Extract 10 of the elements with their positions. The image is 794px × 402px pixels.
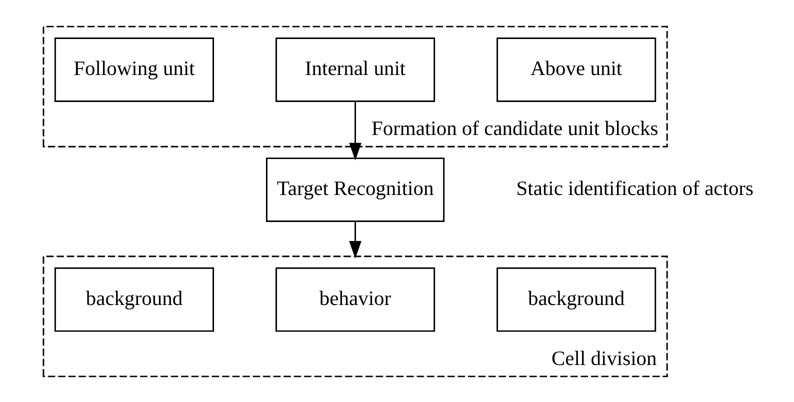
- node-box: Above unit: [496, 37, 656, 102]
- arrow: [349, 221, 362, 258]
- node-label: Static identification of actors: [516, 178, 754, 200]
- node-box: behavior: [276, 266, 436, 332]
- node-box: Following unit: [54, 37, 214, 102]
- node-box: Target Recognition: [266, 157, 445, 222]
- arrow: [349, 100, 362, 160]
- node-box: background: [54, 266, 214, 332]
- node-box: background: [496, 266, 656, 332]
- node-box: Internal unit: [276, 37, 436, 102]
